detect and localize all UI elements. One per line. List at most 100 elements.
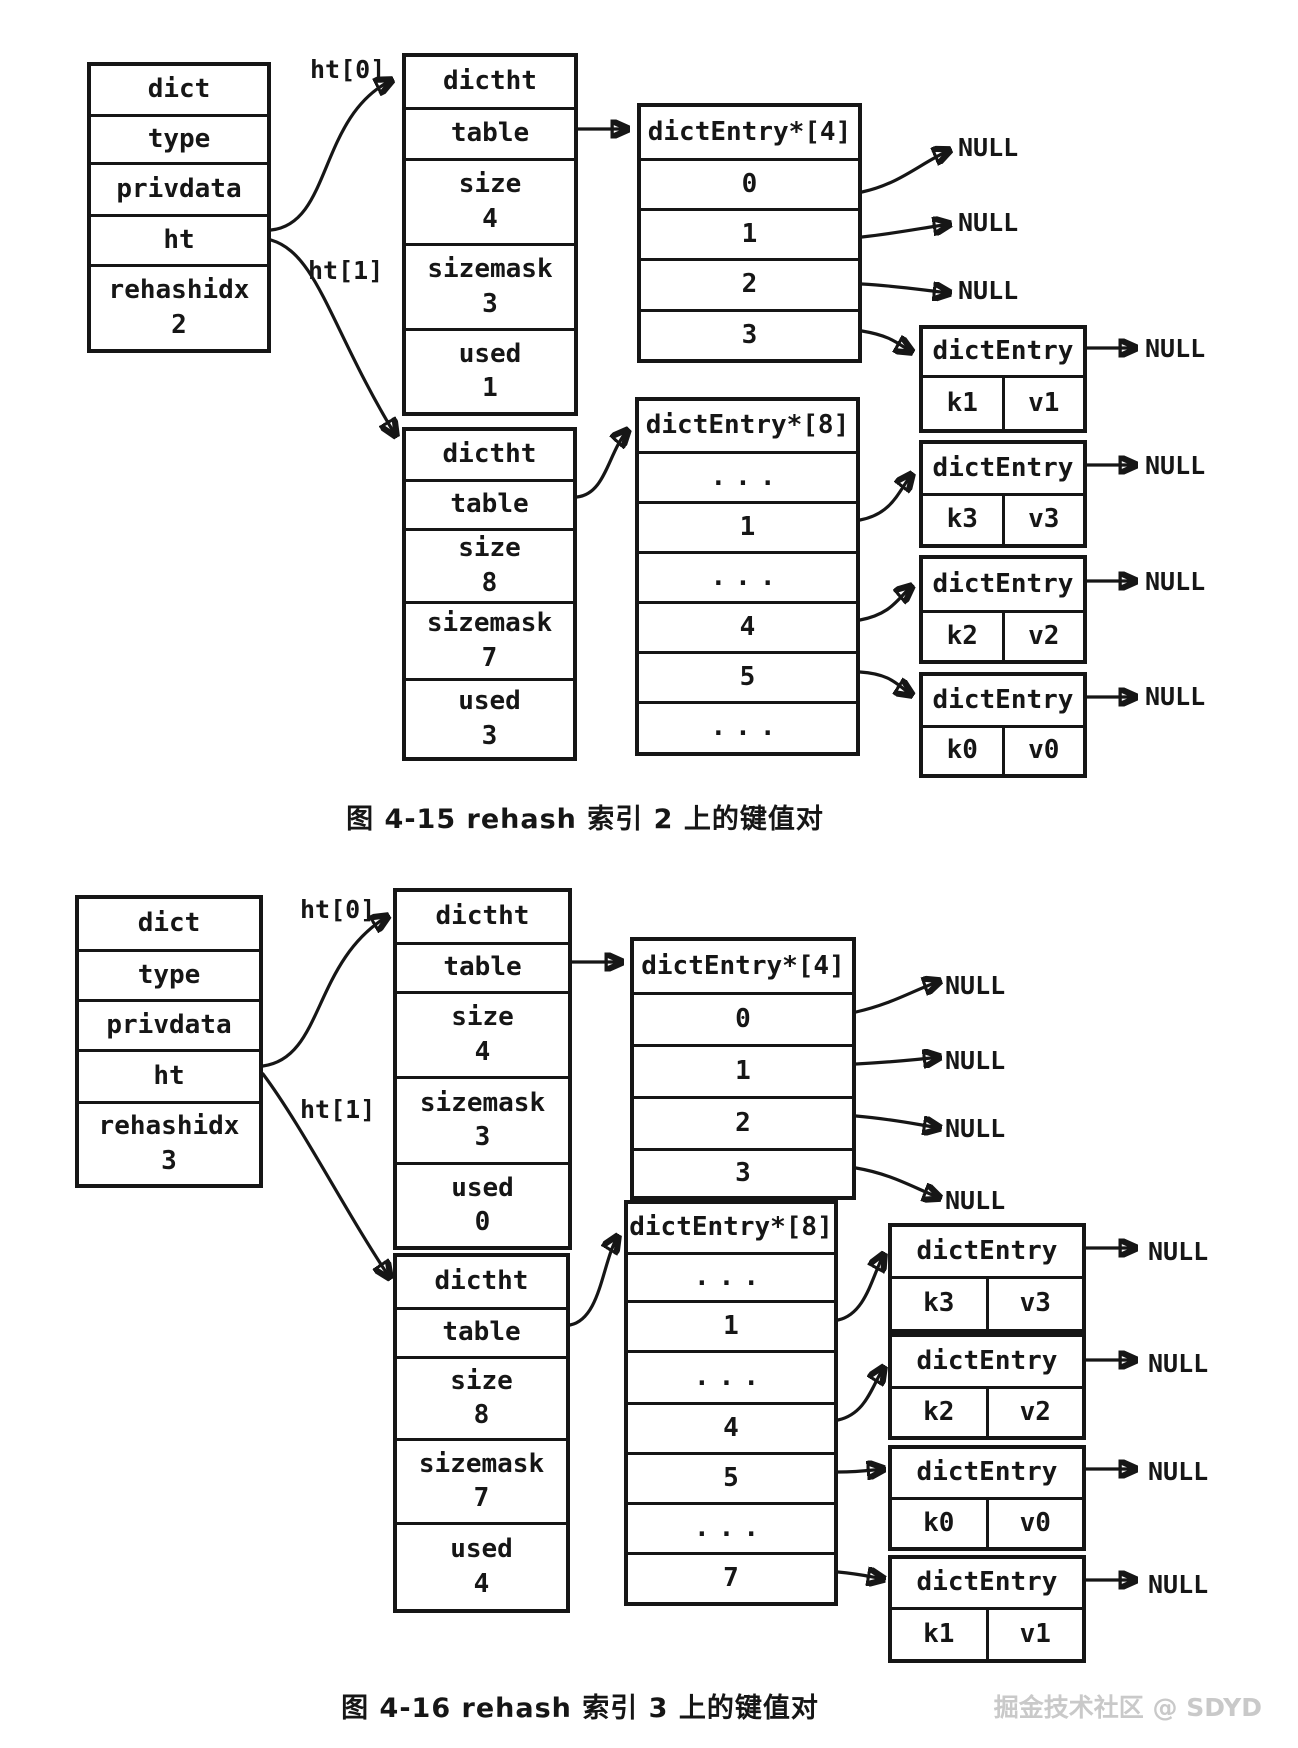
fig1-caption: 图 4-15 rehash 索引 2 上的键值对 xyxy=(346,804,824,835)
fig2-entry-v3: v3 xyxy=(985,1279,1083,1329)
fig2-dictht1-field-size: size 8 xyxy=(397,1356,566,1438)
fig2-dict-field-ht: ht xyxy=(79,1049,259,1101)
fig2-entry-k3: k3 xyxy=(923,1288,955,1319)
null-label: NULL xyxy=(945,971,1006,1000)
fig1-bucket-array-4: dictEntry*[4] 0 1 2 3 xyxy=(637,103,862,363)
fig2-dictht0-field-sizemask: sizemask 3 xyxy=(397,1076,568,1162)
fig2-arr8-slot-7: 7 xyxy=(628,1552,834,1602)
fig1-dictht0-field-sizemask: sizemask 3 xyxy=(406,243,574,328)
fig2-arrow-slot1b-entry xyxy=(836,1254,884,1322)
fig1-ht0-pointer-label: ht[0] xyxy=(310,55,386,84)
fig2-arr8-header: dictEntry*[8] xyxy=(629,1212,833,1243)
fig2-dictht0-title: dictht xyxy=(435,901,530,932)
fig2-caption: 图 4-16 rehash 索引 3 上的键值对 xyxy=(341,1693,819,1724)
fig2-arr4-slot-2: 2 xyxy=(634,1096,852,1148)
fig2-dictht1-field-used: used 4 xyxy=(397,1522,566,1609)
fig2-arrow-ht0 xyxy=(261,916,388,1068)
fig1-arrow-slot1-null xyxy=(860,224,950,239)
fig2-arrow-table1 xyxy=(568,1236,618,1327)
fig2-bucket-array-4: dictEntry*[4] 0 1 2 3 xyxy=(630,937,856,1200)
null-label: NULL xyxy=(958,276,1019,305)
null-label: NULL xyxy=(1148,1570,1209,1599)
fig2-arr4-slot-0: 0 xyxy=(634,992,852,1044)
fig1-arr4-slot-3: 3 xyxy=(641,309,858,359)
null-label: NULL xyxy=(1148,1349,1209,1378)
null-label: NULL xyxy=(1145,682,1206,711)
fig1-entry-k2: k2 xyxy=(946,620,978,651)
fig1-arr8-ellipsis-2: ... xyxy=(639,701,856,752)
fig2-entry-k0: k0 xyxy=(923,1507,955,1538)
null-label: NULL xyxy=(958,208,1019,237)
fig2-dict-field-type: type xyxy=(79,949,259,999)
fig1-arr8-slot-5: 5 xyxy=(639,651,856,701)
fig1-entry-v0: v0 xyxy=(1001,728,1084,774)
fig2-arrow-slot7-entry xyxy=(836,1572,884,1579)
fig1-dict-field-type: type xyxy=(91,114,267,162)
fig1-entry-k1: k1 xyxy=(946,387,978,418)
fig2-dictht0-field-used: used 0 xyxy=(397,1162,568,1246)
fig2-dict-title: dict xyxy=(137,908,201,939)
fig1-arr8-slot-4: 4 xyxy=(639,601,856,651)
fig2-dictht1-field-table: table xyxy=(397,1307,566,1356)
fig1-bucket-array-8: dictEntry*[8] ... 1 ... 4 5 ... xyxy=(635,397,860,756)
fig2-arrow-slot4-entry xyxy=(836,1367,884,1422)
fig2-arr4-header: dictEntry*[4] xyxy=(641,950,845,981)
fig1-arr8-header: dictEntry*[8] xyxy=(645,410,850,441)
fig2-ht1-pointer-label: ht[1] xyxy=(300,1095,376,1124)
fig2-dictentry-k2v2: dictEntry k2 v2 xyxy=(888,1333,1086,1440)
fig1-entry-v3: v3 xyxy=(1001,496,1084,544)
null-label: NULL xyxy=(945,1114,1006,1143)
fig2-dict-box: dict type privdata ht rehashidx 3 xyxy=(75,895,263,1188)
fig2-dict-field-rehashidx: rehashidx 3 xyxy=(79,1101,259,1184)
fig1-dictentry-k1v1: dictEntry k1 v1 xyxy=(919,325,1087,433)
fig2-arrow-slot0-null xyxy=(854,981,940,1014)
fig1-arrow-slot1b-entry xyxy=(858,474,912,522)
null-label: NULL xyxy=(1148,1237,1209,1266)
fig1-arr8-ellipsis-1: ... xyxy=(639,551,856,601)
fig1-entry-v2: v2 xyxy=(1001,613,1084,660)
fig2-arrow-slot2-null xyxy=(854,1114,940,1128)
null-label: NULL xyxy=(1148,1457,1209,1486)
fig2-entry-k1: k1 xyxy=(923,1618,955,1649)
fig2-dictentry-k1v1: dictEntry k1 v1 xyxy=(888,1555,1086,1663)
fig1-arrow-slot2-null xyxy=(860,284,950,293)
fig2-dictht1-title: dictht xyxy=(434,1266,529,1297)
fig1-arrow-slot0-null xyxy=(860,150,950,194)
fig1-dictht0-box: dictht table size 4 sizemask 3 used 1 xyxy=(402,53,578,416)
fig2-dict-field-privdata: privdata xyxy=(79,999,259,1049)
fig2-arrow-slot1-null xyxy=(854,1057,940,1064)
fig2-ht0-pointer-label: ht[0] xyxy=(300,895,376,924)
fig1-dict-field-ht: ht xyxy=(91,214,267,264)
fig1-arrow-table1 xyxy=(575,430,628,499)
fig1-arrow-slot5-entry xyxy=(858,670,912,695)
fig1-arr4-slot-2: 2 xyxy=(641,258,858,309)
null-label: NULL xyxy=(1145,567,1206,596)
fig2-bucket-array-8: dictEntry*[8] ... 1 ... 4 5 ... 7 xyxy=(624,1200,838,1606)
fig1-dictht1-field-size: size 8 xyxy=(406,528,573,601)
fig1-dictht1-field-sizemask: sizemask 7 xyxy=(406,601,573,678)
fig1-dictentry-k0v0: dictEntry k0 v0 xyxy=(919,672,1087,778)
fig1-arrow-slot4-entry xyxy=(858,586,912,622)
fig1-entry-k3: k3 xyxy=(946,504,978,535)
fig2-dictht1-field-sizemask: sizemask 7 xyxy=(397,1438,566,1522)
fig2-arr4-slot-3: 3 xyxy=(634,1148,852,1196)
fig1-arr8-ellipsis-0: ... xyxy=(639,451,856,501)
fig2-arr8-ellipsis-2: ... xyxy=(628,1502,834,1552)
fig2-entry-k2: k2 xyxy=(923,1396,955,1427)
fig2-dictentry-k3v3: dictEntry k3 v3 xyxy=(888,1223,1086,1333)
fig2-dictht0-field-table: table xyxy=(397,942,568,991)
null-label: NULL xyxy=(945,1046,1006,1075)
fig2-entry-v0: v0 xyxy=(985,1500,1083,1547)
watermark: 掘金技术社区 @ SDYD xyxy=(993,1693,1262,1722)
fig1-dictht1-field-used: used 3 xyxy=(406,678,573,757)
fig2-dictht1-box: dictht table size 8 sizemask 7 used 4 xyxy=(393,1253,570,1613)
fig1-dict-field-rehashidx: rehashidx 2 xyxy=(91,264,267,349)
fig2-arr8-ellipsis-0: ... xyxy=(628,1252,834,1300)
fig2-dictentry-k0v0: dictEntry k0 v0 xyxy=(888,1445,1086,1551)
fig2-arrow-slot5-entry xyxy=(836,1469,884,1472)
fig2-dictht0-box: dictht table size 4 sizemask 3 used 0 xyxy=(393,888,572,1250)
fig1-dict-title: dict xyxy=(147,74,211,105)
fig1-arr4-slot-1: 1 xyxy=(641,208,858,258)
fig1-arr8-slot-1: 1 xyxy=(639,501,856,551)
fig1-dict-box: dict type privdata ht rehashidx 2 xyxy=(87,62,271,353)
